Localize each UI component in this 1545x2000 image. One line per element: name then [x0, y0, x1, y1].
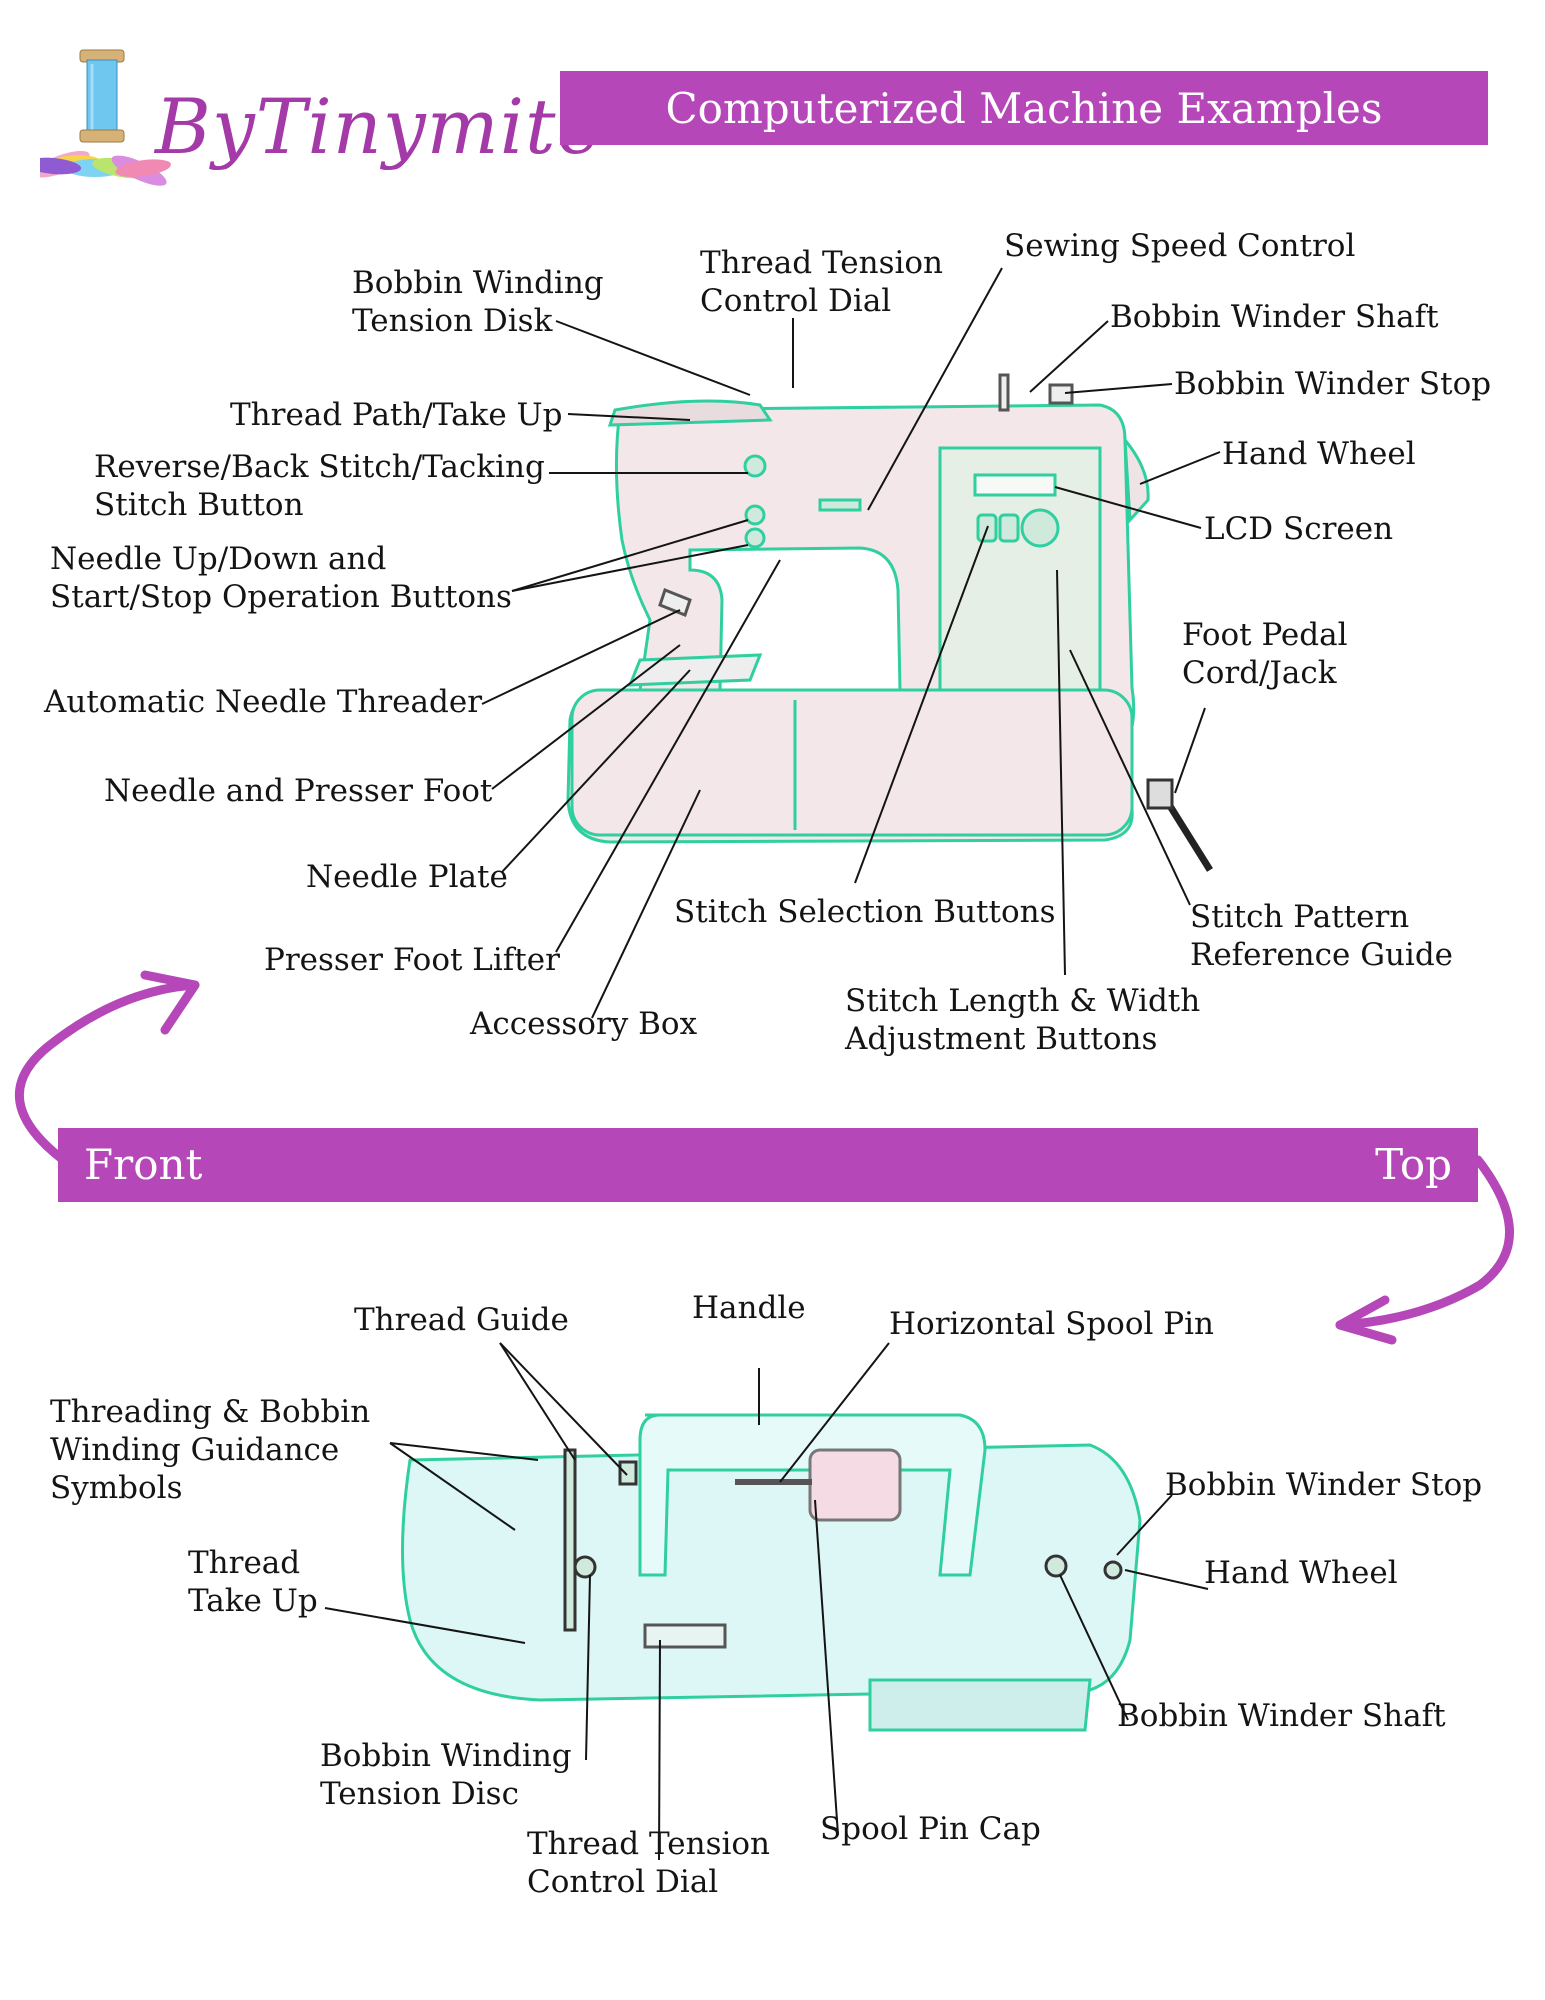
label-bobbin-winder-stop-top: Bobbin Winder Stop [1165, 1467, 1483, 1503]
label-needle-up-down-start-stop: Needle Up/Down and Start/Stop Operation … [50, 541, 512, 615]
top-leader-lines [324, 1342, 1209, 1861]
brand-logo: ByTinymite [25, 40, 602, 190]
label-bobbin-winding-tension-disc: Bobbin Winding Tension Disc [320, 1738, 572, 1812]
spool-flower-icon [25, 49, 171, 186]
label-stitch-pattern-reference-guide: Stitch Pattern Reference Guide [1190, 899, 1454, 973]
label-hand-wheel-top: Hand Wheel [1204, 1555, 1398, 1591]
label-automatic-needle-threader: Automatic Needle Threader [44, 684, 483, 720]
label-thread-guide: Thread Guide [354, 1302, 569, 1338]
label-lcd-screen: LCD Screen [1204, 511, 1394, 547]
page-title: Computerized Machine Examples [560, 71, 1488, 145]
label-thread-tension-control-dial-top: Thread Tension Control Dial [527, 1826, 771, 1900]
top-machine-illustration [401, 1413, 1142, 1732]
label-needle-plate: Needle Plate [306, 859, 508, 895]
label-bobbin-winding-tension-disk: Bobbin Winding Tension Disk [352, 265, 604, 339]
label-bobbin-winder-stop: Bobbin Winder Stop [1174, 366, 1492, 402]
label-needle-and-presser-foot: Needle and Presser Foot [104, 773, 493, 809]
label-thread-take-up: Thread Take Up [188, 1545, 318, 1619]
label-hand-wheel: Hand Wheel [1222, 436, 1416, 472]
label-presser-foot-lifter: Presser Foot Lifter [264, 942, 560, 978]
section-band: Front Top [58, 1128, 1478, 1202]
curved-arrow-icon [1335, 1155, 1514, 1345]
band-front-label: Front [84, 1140, 203, 1189]
band-top-label: Top [1375, 1140, 1452, 1189]
label-bobbin-winder-shaft-top: Bobbin Winder Shaft [1117, 1698, 1446, 1734]
label-sewing-speed-control: Sewing Speed Control [1004, 228, 1356, 264]
front-leader-lines [481, 267, 1221, 1019]
label-reverse-stitch-button: Reverse/Back Stitch/Tacking Stitch Butto… [94, 449, 545, 523]
label-threading-bobbin-symbols: Threading & Bobbin Winding Guidance Symb… [50, 1394, 371, 1506]
label-accessory-box: Accessory Box [470, 1006, 698, 1042]
label-foot-pedal-cord: Foot Pedal Cord/Jack [1182, 617, 1348, 691]
label-spool-pin-cap: Spool Pin Cap [820, 1811, 1041, 1847]
label-horizontal-spool-pin: Horizontal Spool Pin [889, 1306, 1215, 1342]
label-thread-path-take-up: Thread Path/Take Up [230, 397, 563, 433]
label-bobbin-winder-shaft: Bobbin Winder Shaft [1110, 299, 1439, 335]
front-machine-illustration [566, 373, 1213, 872]
label-handle: Handle [692, 1290, 806, 1326]
label-thread-tension-control-dial: Thread Tension Control Dial [700, 245, 944, 319]
label-stitch-length-width: Stitch Length & Width Adjustment Buttons [845, 983, 1201, 1057]
curved-arrow-icon [14, 970, 200, 1170]
brand-name: ByTinymite [155, 82, 603, 171]
label-stitch-selection-buttons: Stitch Selection Buttons [674, 894, 1056, 930]
